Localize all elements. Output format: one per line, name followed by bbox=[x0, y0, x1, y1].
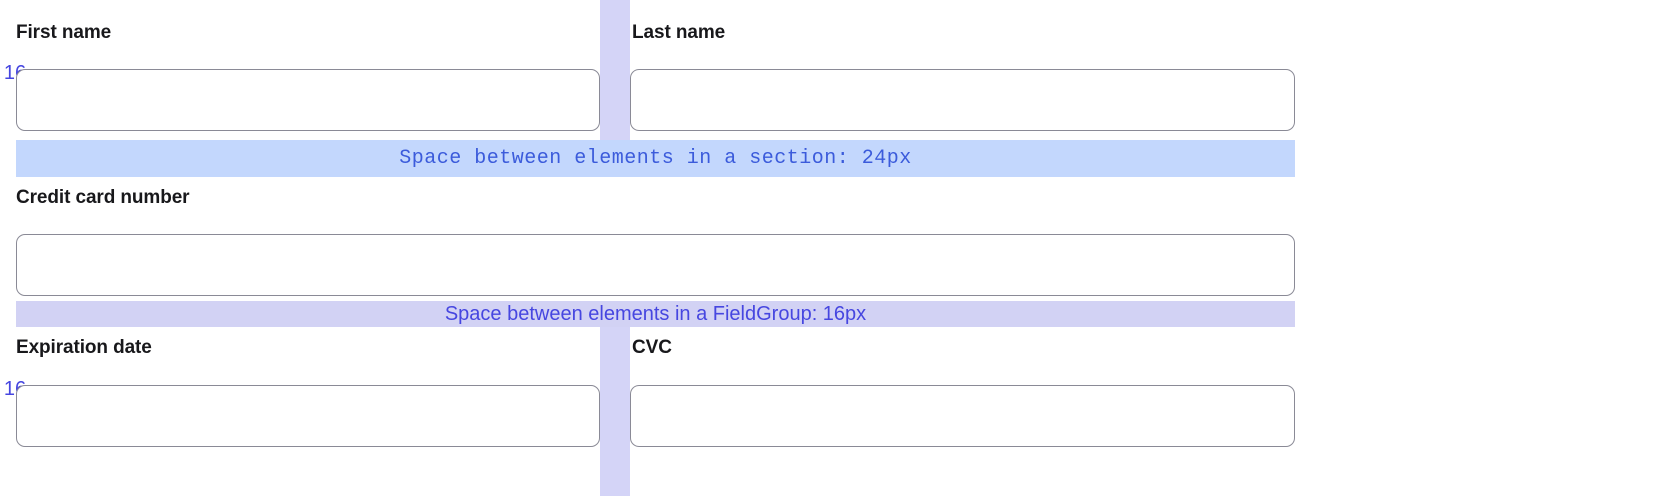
first-name-label: First name bbox=[16, 22, 112, 43]
section-spacing-label: Space between elements in a section: 24p… bbox=[399, 147, 912, 170]
cvc-field-wrapper bbox=[630, 385, 1295, 447]
last-name-field-wrapper bbox=[630, 69, 1295, 131]
credit-card-number-input[interactable] bbox=[16, 234, 1295, 296]
last-name-label: Last name bbox=[632, 22, 726, 43]
credit-card-number-label: Credit card number bbox=[16, 187, 190, 208]
first-name-input[interactable] bbox=[16, 69, 600, 131]
section-spacing-band: Space between elements in a section: 24p… bbox=[16, 140, 1295, 177]
last-name-input[interactable] bbox=[630, 69, 1295, 131]
gutter-name-row bbox=[600, 0, 630, 140]
fieldgroup-spacing-band: Space between elements in a FieldGroup: … bbox=[16, 301, 1295, 327]
first-name-field-wrapper bbox=[16, 69, 600, 131]
expiration-date-input[interactable] bbox=[16, 385, 600, 447]
expiration-date-field-wrapper bbox=[16, 385, 600, 447]
credit-card-number-field-wrapper bbox=[16, 234, 1295, 296]
fieldgroup-spacing-label: Space between elements in a FieldGroup: … bbox=[444, 302, 867, 325]
cvc-input[interactable] bbox=[630, 385, 1295, 447]
expiration-date-label: Expiration date bbox=[16, 337, 152, 358]
gutter-card-row bbox=[600, 327, 630, 496]
cvc-label: CVC bbox=[632, 337, 672, 358]
